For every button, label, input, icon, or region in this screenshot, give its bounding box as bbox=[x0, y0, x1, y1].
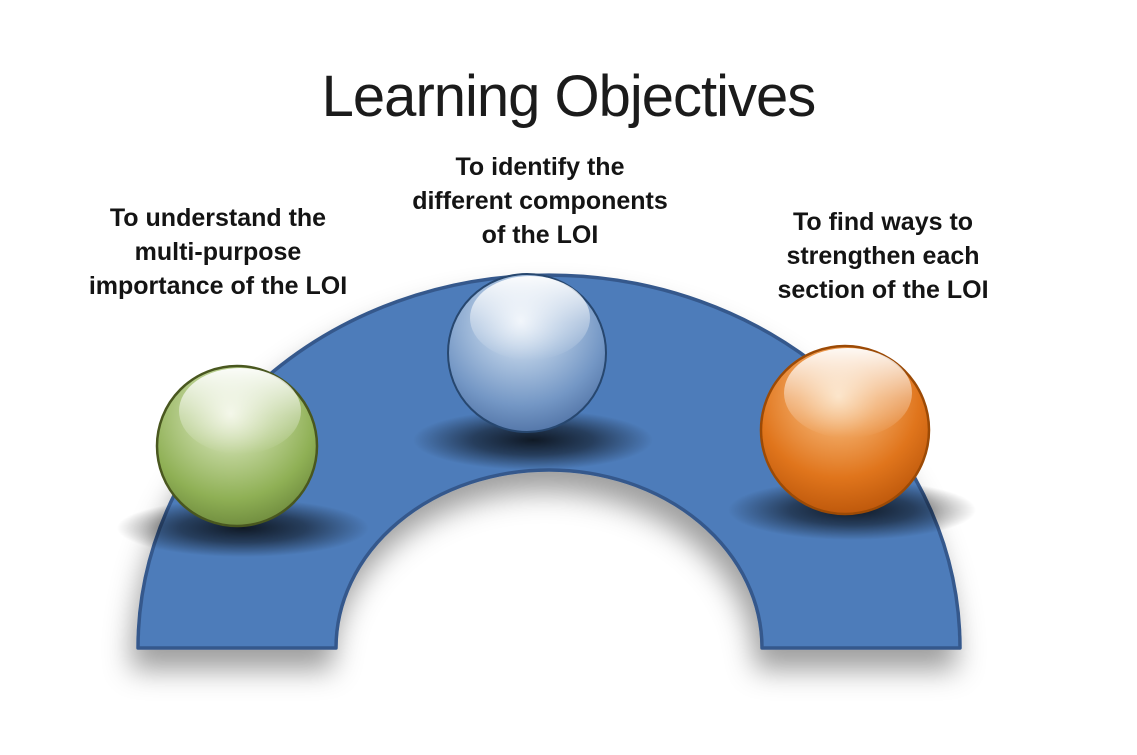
objective-line: To find ways to bbox=[792, 208, 974, 236]
green-sphere bbox=[155, 364, 319, 528]
objective-line: section of the LOI bbox=[777, 276, 989, 304]
sphere-gloss-highlight bbox=[470, 276, 590, 360]
green-sphere-shadow bbox=[117, 499, 369, 557]
objective-line: different components bbox=[412, 187, 668, 215]
sphere-gloss-highlight bbox=[179, 368, 301, 454]
objective-line: multi-purpose bbox=[134, 238, 302, 266]
sphere-gloss-highlight bbox=[784, 348, 912, 438]
orange-sphere bbox=[759, 344, 931, 516]
objective-line: To identify the bbox=[455, 153, 625, 181]
objective-line: To understand the bbox=[109, 204, 327, 232]
objective-line: importance of the LOI bbox=[88, 272, 348, 300]
blue-sphere bbox=[447, 273, 607, 433]
objective-text-left: To understand the multi-purpose importan… bbox=[28, 201, 408, 303]
objective-text-center: To identify the different components of … bbox=[350, 150, 730, 252]
objective-text-right: To find ways to strengthen each section … bbox=[693, 205, 1073, 307]
slide-title: Learning Objectives bbox=[321, 64, 817, 129]
objective-line: strengthen each bbox=[786, 242, 980, 270]
blue-sphere-shadow bbox=[413, 410, 653, 470]
objective-line: of the LOI bbox=[481, 221, 599, 249]
